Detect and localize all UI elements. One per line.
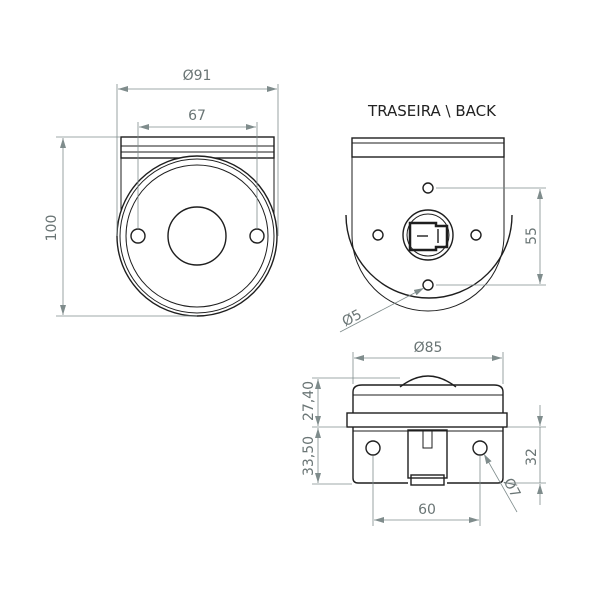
front-view: Ø91 67 100: [44, 68, 279, 317]
back-hole-right: [470, 229, 482, 241]
bottom-hole-left: [365, 440, 381, 456]
dim-bottom-hole-spacing: 60: [418, 502, 436, 518]
dim-hole-height: 32: [524, 448, 540, 466]
dim-bottom-diameter: Ø85: [414, 340, 443, 356]
dim-upper-height: 27,40: [301, 381, 317, 421]
bottom-hole-right: [472, 440, 488, 456]
dim-front-diameter: Ø91: [183, 68, 212, 84]
bottom-body: [346, 375, 508, 486]
back-body: [345, 137, 513, 312]
back-view-title: TRASEIRA \ BACK: [367, 102, 497, 120]
center-hole: [167, 206, 227, 266]
front-body: [116, 136, 278, 317]
front-dimensions: Ø91 67 100: [44, 68, 279, 317]
bottom-dimensions: Ø85 27,40 33,50 32 Ø7 60: [301, 340, 546, 526]
bottom-view: Ø85 27,40 33,50 32 Ø7 60: [301, 340, 546, 526]
back-dimensions: 55 Ø5: [340, 187, 546, 333]
back-view: TRASEIRA \ BACK 55: [340, 102, 546, 333]
connector-socket: [402, 209, 454, 261]
dim-back-hole-diameter: Ø5: [340, 307, 365, 330]
dim-front-height: 100: [44, 215, 60, 242]
back-hole-top: [422, 182, 434, 194]
back-hole-bottom: [422, 279, 434, 291]
back-hole-left: [372, 229, 384, 241]
dim-front-hole-spacing: 67: [188, 108, 206, 124]
dim-back-hole-spacing: 55: [524, 227, 540, 245]
dim-lower-height: 33,50: [301, 436, 317, 476]
